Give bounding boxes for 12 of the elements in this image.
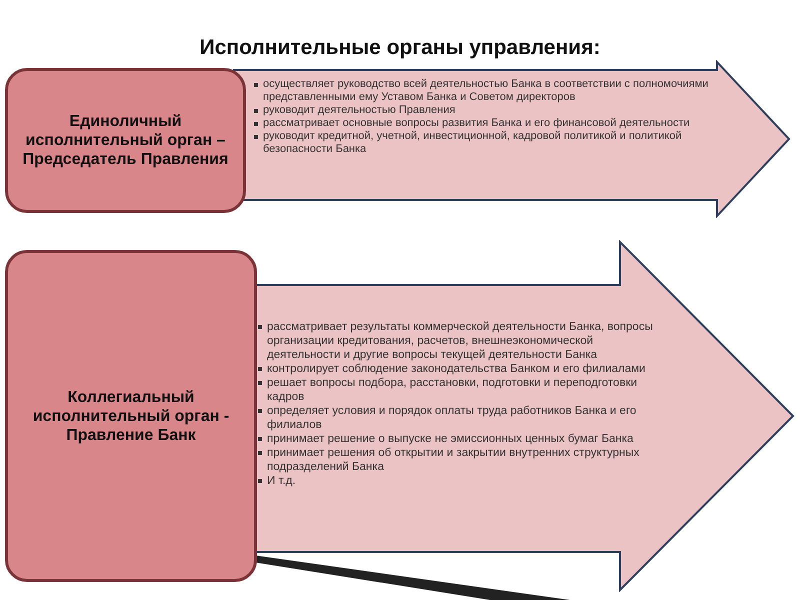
rounded-box bbox=[5, 250, 257, 582]
box-heading: Единоличный исполнительный орган – Председатель Правления bbox=[22, 112, 230, 169]
bullet-text: руководит кредитной, учетной, инвестиционной, кадровой политикой и политикой безопасности Банка bbox=[263, 130, 682, 155]
title: Исполнительные органы управления: bbox=[198, 36, 602, 60]
bullet-text: контролирует соблюдение законодательства Банком и его филиалами bbox=[267, 363, 646, 375]
box-heading: Коллегиальный исполнительный орган - Правление Банк bbox=[32, 388, 230, 444]
bullet-text: принимает решения об открытии и закрытии внутренних структурных подразделений Банка bbox=[267, 447, 640, 473]
rounded-box bbox=[5, 68, 246, 213]
bullet-text: принимает решение о выпуске не эмиссионных ценных бумаг Банка bbox=[267, 433, 634, 445]
bullet-text: рассматривает основные вопросы развития Банка и его финансовой деятельности bbox=[263, 117, 690, 129]
bullet-text: И т.д. bbox=[267, 475, 296, 487]
bullet-text: руководит деятельностью Правления bbox=[263, 104, 456, 116]
